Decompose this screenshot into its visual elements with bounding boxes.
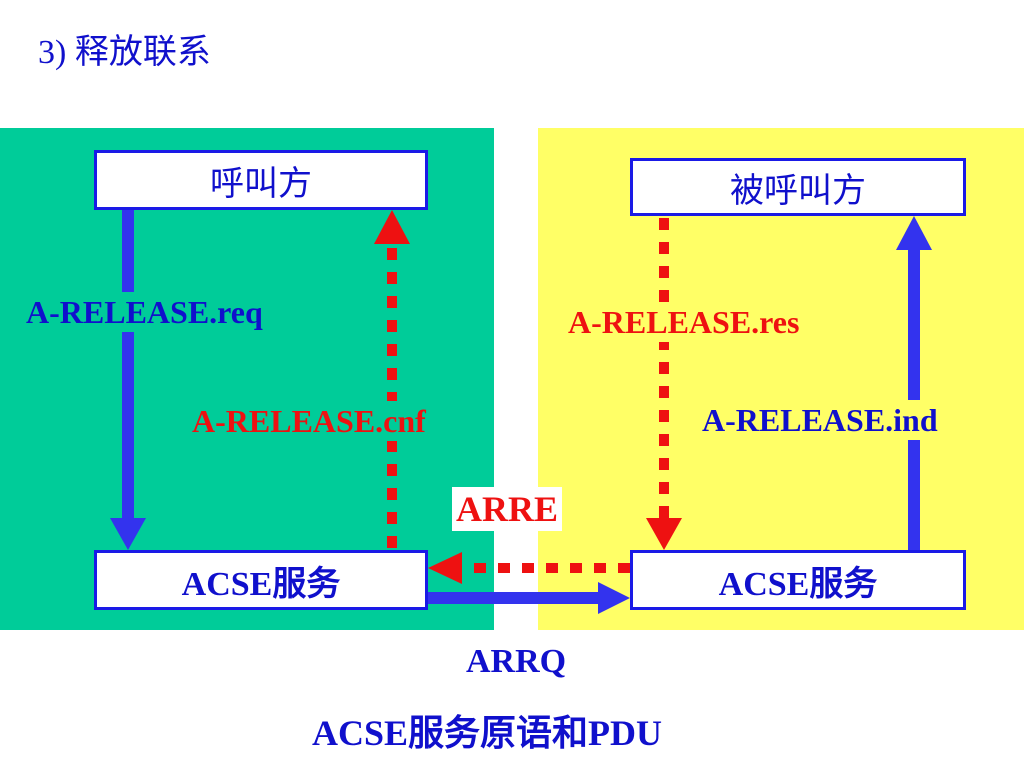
cnf-arrow xyxy=(374,210,410,548)
release-res-label: A-RELEASE.res xyxy=(566,302,802,342)
release-ind-label: A-RELEASE.ind xyxy=(700,400,940,440)
release-cnf-label: A-RELEASE.cnf xyxy=(190,401,428,441)
slide-title: 3) 释放联系 xyxy=(38,34,211,71)
res-arrow xyxy=(646,218,682,550)
arrq-arrow xyxy=(428,582,630,614)
arre-pdu-label: ARRE xyxy=(452,487,563,531)
diagram-caption: ACSE服务原语和PDU xyxy=(312,713,663,753)
caller-side-panel xyxy=(0,128,494,630)
arre-arrow xyxy=(428,552,630,584)
release-req-label: A-RELEASE.req xyxy=(24,292,265,332)
arrq-pdu-label: ARRQ xyxy=(466,643,567,680)
caller-box: 呼叫方 xyxy=(94,150,428,210)
callee-box: 被呼叫方 xyxy=(630,158,966,216)
req-arrow xyxy=(110,210,146,550)
acse-service-right-box: ACSE服务 xyxy=(630,550,966,610)
acse-service-left-box: ACSE服务 xyxy=(94,550,428,610)
ind-arrow xyxy=(896,216,932,550)
